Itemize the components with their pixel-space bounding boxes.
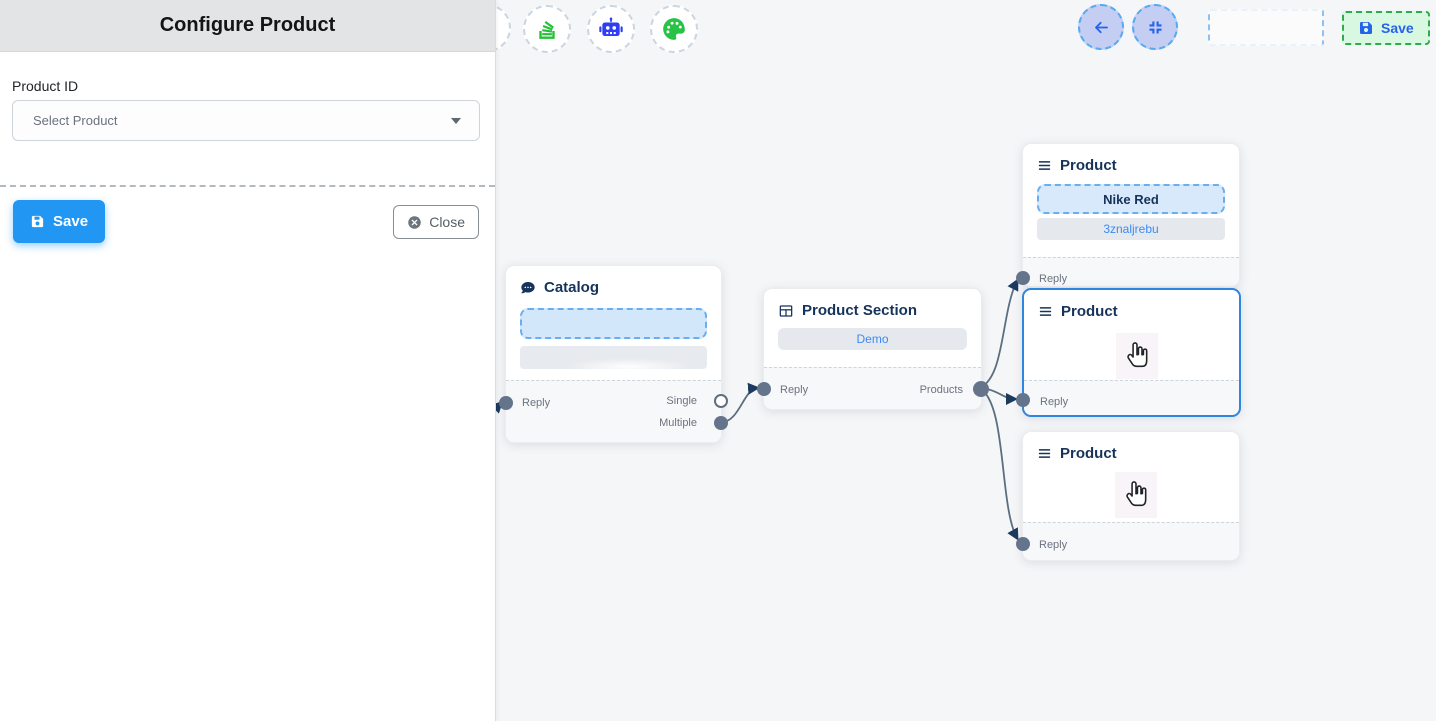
product-id-value: 3znaljrebu xyxy=(1103,222,1159,236)
catalog-id-box xyxy=(520,346,707,369)
hamburger-icon xyxy=(1038,449,1051,458)
table-icon xyxy=(779,304,793,317)
section-demo-label: Demo xyxy=(856,332,889,346)
hand-cursor-overlay xyxy=(1115,472,1157,518)
back-icon xyxy=(1094,21,1108,33)
canvas-save-label: Save xyxy=(1381,20,1414,36)
handle-catalog-single[interactable] xyxy=(714,394,728,408)
product-id-chip[interactable]: 3znaljrebu xyxy=(1037,218,1225,240)
node-footer xyxy=(506,380,721,442)
toolbar-button-flows[interactable] xyxy=(523,5,571,53)
dashed-divider xyxy=(0,185,495,187)
hamburger-icon xyxy=(1038,161,1051,170)
product-select-value: Select Product xyxy=(33,113,118,128)
port-label-reply: Reply xyxy=(1039,273,1068,285)
edge-products-to-product-top xyxy=(978,278,1019,389)
fit-view-button[interactable] xyxy=(1132,4,1178,50)
edge-products-to-product-bottom xyxy=(978,387,1019,541)
handle-product-mid-reply[interactable] xyxy=(1016,393,1030,407)
handle-catalog-multiple[interactable] xyxy=(714,416,728,430)
config-panel: Configure Product Product ID Select Prod… xyxy=(0,0,496,721)
node-title: Catalog xyxy=(544,279,600,296)
save-button-label: Save xyxy=(53,213,89,230)
node-header: Product xyxy=(1023,432,1239,462)
catalog-selection-box[interactable] xyxy=(520,308,707,339)
handle-product-bottom-reply[interactable] xyxy=(1016,537,1030,551)
product-select[interactable]: Select Product xyxy=(12,100,480,141)
robot-icon xyxy=(599,17,623,37)
node-product-section[interactable]: Product Section Demo Reply Products xyxy=(757,288,989,410)
canvas-save-button[interactable]: Save xyxy=(1342,11,1430,45)
node-catalog[interactable]: Catalog Reply Single Multiple xyxy=(499,265,728,443)
port-label-reply: Reply xyxy=(780,384,809,396)
product-id-label: Product ID xyxy=(12,78,79,94)
hand-cursor-icon xyxy=(1126,481,1147,507)
save-button[interactable]: Save xyxy=(13,200,106,243)
panel-body: Product ID Select Product Save Close xyxy=(0,52,495,721)
node-title: Product xyxy=(1061,303,1118,320)
stack-icon xyxy=(539,20,555,39)
handle-section-reply[interactable] xyxy=(757,382,771,396)
flow-canvas[interactable]: Save Catalog Reply Single Multiple xyxy=(496,0,1436,721)
node-title: Product xyxy=(1060,445,1117,462)
node-header: Product Section xyxy=(764,289,981,319)
toolbar-button-partial[interactable] xyxy=(496,4,511,52)
node-footer xyxy=(764,367,981,409)
hand-cursor-icon xyxy=(1127,342,1148,368)
node-footer xyxy=(1024,380,1239,415)
port-label-products: Products xyxy=(919,384,963,396)
handle-section-products[interactable] xyxy=(973,381,989,397)
node-header: Product xyxy=(1024,290,1239,320)
port-label-reply: Reply xyxy=(1039,539,1068,551)
node-footer xyxy=(1023,257,1239,286)
panel-header: Configure Product xyxy=(0,0,495,52)
handle-catalog-reply[interactable] xyxy=(499,396,513,410)
node-footer xyxy=(1023,522,1239,560)
page-title: Configure Product xyxy=(159,14,336,36)
node-product-bottom[interactable]: Product Reply xyxy=(1016,431,1240,561)
node-product-mid[interactable]: Product Reply xyxy=(1016,288,1241,417)
save-icon xyxy=(31,215,44,228)
toolbar-button-theme[interactable] xyxy=(650,5,698,53)
palette-icon xyxy=(663,18,685,40)
toolbar-button-bot[interactable] xyxy=(587,5,635,53)
port-label-multiple: Multiple xyxy=(659,417,697,429)
handle-product-top-reply[interactable] xyxy=(1016,271,1030,285)
chevron-down-icon xyxy=(451,117,461,124)
node-title: Product Section xyxy=(802,302,918,319)
port-label-reply: Reply xyxy=(1040,396,1069,408)
node-header: Product xyxy=(1023,144,1239,174)
empty-control-box[interactable] xyxy=(1208,9,1324,46)
back-button[interactable] xyxy=(1078,4,1124,50)
section-demo-chip[interactable]: Demo xyxy=(778,328,967,350)
comment-dots-icon xyxy=(521,281,535,293)
node-product-top[interactable]: Product Nike Red 3znaljrebu Reply xyxy=(1016,143,1240,287)
node-title: Product xyxy=(1060,157,1117,174)
product-selected-box[interactable]: Nike Red xyxy=(1037,184,1225,214)
node-header: Catalog xyxy=(506,266,721,296)
edge-multiple-to-section-reply xyxy=(721,382,760,423)
close-button[interactable]: Close xyxy=(393,205,479,239)
product-selected-label: Nike Red xyxy=(1103,191,1159,207)
hamburger-icon xyxy=(1039,307,1052,316)
close-icon xyxy=(408,215,421,229)
save-icon xyxy=(1360,22,1372,34)
hand-cursor-overlay xyxy=(1116,333,1158,379)
panel-actions: Save Close xyxy=(13,200,479,243)
close-button-label: Close xyxy=(429,214,465,230)
port-label-single: Single xyxy=(666,395,697,407)
compress-icon xyxy=(1148,20,1162,34)
port-label-reply: Reply xyxy=(522,397,551,409)
